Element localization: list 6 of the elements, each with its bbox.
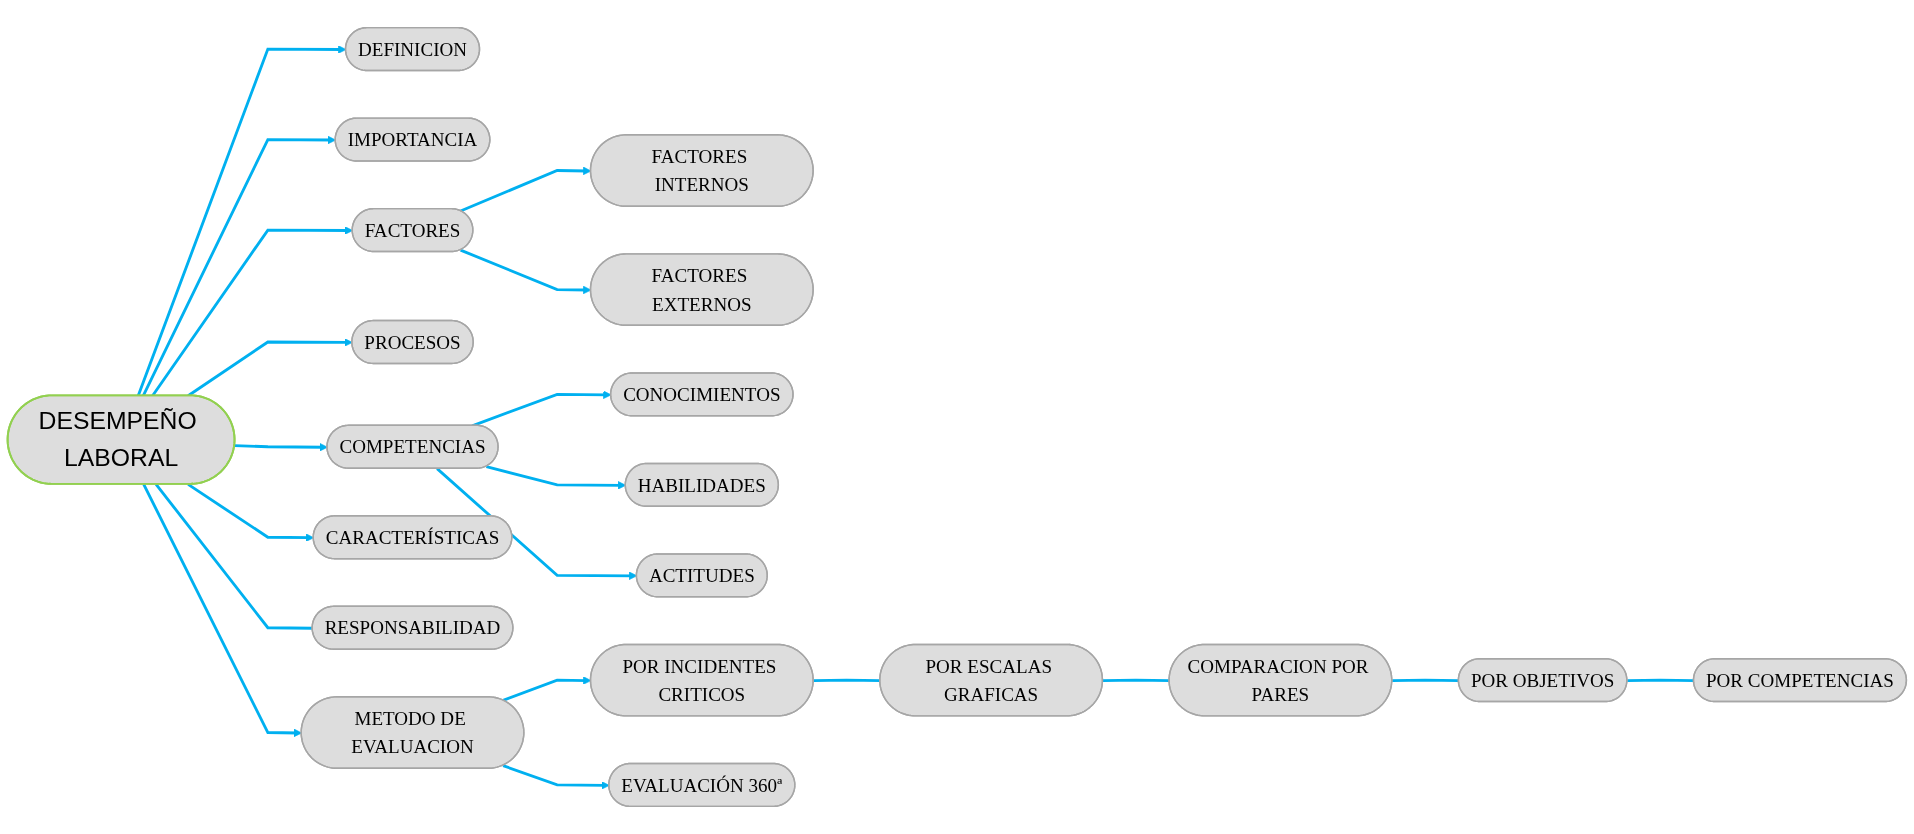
connector [1627,678,1694,683]
arrow [234,443,328,452]
connector [1392,678,1459,683]
connector [1102,678,1170,683]
connector [155,483,313,630]
arrow [187,338,353,397]
